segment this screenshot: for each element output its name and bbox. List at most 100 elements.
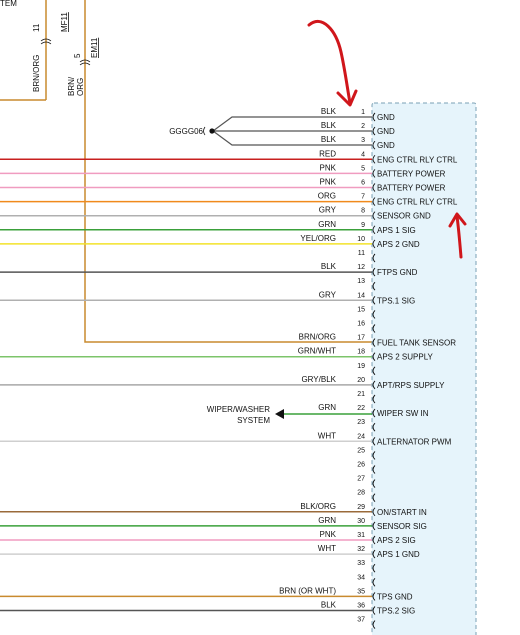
pin-terminal-37 [372,620,376,629]
pin-number-37: 37 [357,617,365,624]
pin-terminal-19 [372,366,376,376]
pin-terminal-7 [372,197,376,206]
pin-function-9: APS 1 SIG [377,226,416,235]
pin-terminal-36 [372,606,376,615]
wire-label-12: BLK [321,262,337,271]
pin-terminal-28 [372,493,376,503]
pin-number-12: 12 [357,264,365,271]
mf11-connector-mark [40,38,52,45]
wire-label-7: ORG [318,192,336,201]
pin-number-33: 33 [357,560,365,567]
pin-terminal-1 [372,112,376,122]
pin-number-35: 35 [357,588,365,595]
wiper-destination: WIPER/WASHER SYSTEM [207,405,372,425]
pin-terminal-25 [372,451,376,460]
pin-function-7: ENG CTRL RLY CTRL [377,198,458,207]
pin-terminal-16 [372,324,376,333]
annotations [307,19,467,259]
mf11-connector-name: MF11 [60,12,69,32]
pin-terminal-9 [372,225,376,235]
pin-terminal-11 [372,253,376,263]
pin-function-35: TPS GND [377,592,413,601]
pin-function-5: BATTERY POWER [377,169,446,178]
pin-function-10: APS 2 GND [377,240,420,249]
pin-function-12: FTPS GND [377,268,418,277]
wire-label-6: PNK [320,178,337,187]
ecm-connector-body [371,102,477,635]
pin-number-27: 27 [357,476,365,483]
mf11-pin: 11 [32,23,41,32]
em11-connector-mark [79,59,91,66]
ground-splice-dot [209,128,215,134]
pin-function-6: BATTERY POWER [377,184,446,193]
pin-terminal-27 [372,479,376,488]
pin-number-17: 17 [357,335,365,342]
wiper-destination-line2: SYSTEM [237,416,270,425]
wire-label-32: WHT [318,544,336,553]
pin-terminal-23 [372,422,376,432]
pin-number-23: 23 [357,419,365,426]
pin-number-1: 1 [361,109,365,116]
pin-function-30: SENSOR SIG [377,522,427,531]
pin-function-14: TPS.1 SIG [377,296,415,305]
wire-label-36: BLK [321,601,337,610]
wiper-arrow-icon [275,409,284,419]
top-circuit-mf11: 11 MF11 BRN/ORG [0,0,69,101]
pin-function-8: SENSOR GND [377,212,431,221]
pin-number-21: 21 [357,391,365,398]
annotation-arrow-bottom-head [448,212,467,228]
pin-number-14: 14 [357,292,365,299]
pin-function-24: ALTERNATOR PWM [377,437,452,446]
top-circuit-em11: 5 EM11 BRN/ORG [67,0,372,343]
wire-label-3: BLK [321,135,337,144]
pin-terminal-3 [372,140,376,150]
pin-function-32: APS 1 GND [377,550,420,559]
pin-number-7: 7 [361,194,365,201]
pin-function-2: GND [377,127,395,136]
pin-function-4: ENG CTRL RLY CTRL [377,155,458,164]
wire-label-5: PNK [320,163,337,172]
ground-splice-fan [212,116,372,146]
pin-number-10: 10 [357,236,365,243]
wire-label-29: BLK/ORG [300,502,336,511]
annotation-arrow-top-head [336,89,358,107]
pin-terminal-29 [372,507,376,517]
pin-number-20: 20 [357,377,365,384]
header-fragment: TEM [0,0,17,8]
pin-number-2: 2 [361,123,365,130]
pin-terminal-12 [372,267,376,277]
wire-label-4: RED [319,149,336,158]
pin-terminal-21 [372,394,376,404]
em11-pin: 5 [73,53,82,58]
pin-terminal-6 [372,183,376,192]
pin-number-22: 22 [357,405,365,412]
pin-number-3: 3 [361,137,365,144]
pin-terminal-15 [372,310,376,319]
pin-terminal-5 [372,169,376,178]
pin-terminal-13 [372,281,376,291]
pin-terminal-18 [372,352,376,362]
wiper-destination-line1: WIPER/WASHER [207,405,270,414]
pin-terminal-26 [372,465,376,474]
pin-number-29: 29 [357,504,365,511]
pin-number-28: 28 [357,490,365,497]
pin-number-6: 6 [361,180,365,187]
pin-terminal-22 [372,408,376,418]
wire-layer [0,158,372,612]
pin-terminal-31 [372,535,376,545]
pin-terminal-32 [372,549,376,559]
wire-label-9: GRN [318,220,336,229]
wire-label-10: YEL/ORG [300,234,336,243]
pin-number-24: 24 [357,433,365,440]
pin-terminal-24 [372,436,376,446]
pin-number-19: 19 [357,363,365,370]
pin-function-3: GND [377,141,395,150]
ground-splice: GGGG06 [169,116,372,146]
pin-terminal-2 [372,126,376,136]
pin-terminal-35 [372,592,376,601]
pin-number-11: 11 [358,250,365,257]
ground-splice-label: GGGG06 [169,127,203,136]
pin-function-29: ON/START IN [377,508,427,517]
